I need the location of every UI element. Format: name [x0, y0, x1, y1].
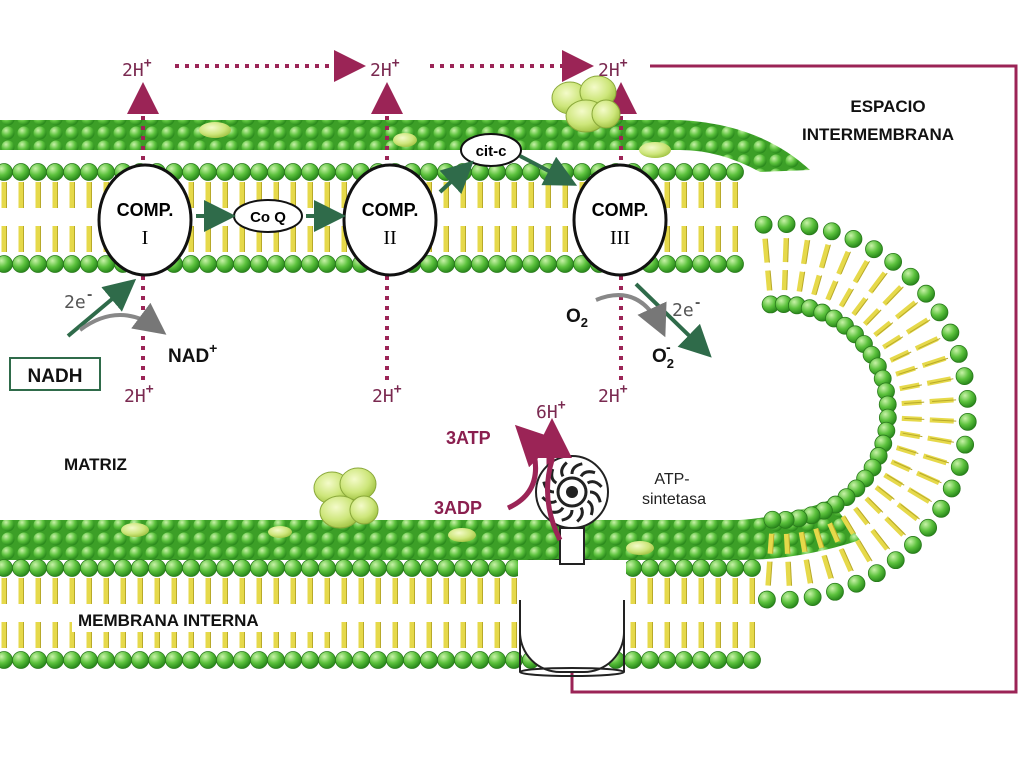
- proton-top-3: 2H+: [598, 56, 628, 81]
- proton-bottom-2: 2H+: [372, 382, 402, 407]
- complex-1: COMP. I: [97, 163, 193, 277]
- complex-1-roman: I: [142, 227, 149, 249]
- membrana-label: MEMBRANA INTERNA: [78, 611, 259, 630]
- proton-labels-bottom: 2H+ 2H+ 2H+: [124, 382, 628, 407]
- complex-1-title: COMP.: [117, 200, 174, 220]
- nadh-label: NADH: [28, 366, 83, 387]
- complex-3-title: COMP.: [592, 200, 649, 220]
- curved-reaction-arrows: [78, 293, 667, 338]
- proton-bottom-1: 2H+: [124, 382, 154, 407]
- electron-label-right: 2e-: [672, 296, 702, 321]
- proton-6-label: 6H+: [536, 398, 566, 423]
- atp-synthase-label-2: sintetasa: [642, 491, 706, 508]
- curved-lipid-end: [754, 215, 977, 609]
- complex-2: COMP. II: [342, 163, 438, 277]
- proton-top-1: 2H+: [122, 56, 152, 81]
- adp-label: 3ADP: [434, 498, 482, 518]
- complex-3-roman: III: [610, 227, 630, 249]
- espacio-label-2: INTERMEMBRANA: [802, 125, 954, 144]
- proton-dotted-paths: [127, 50, 637, 380]
- espacio-label-1: ESPACIO: [850, 97, 925, 116]
- citc-carrier: cit-c: [460, 133, 522, 167]
- superoxide-label: O2-: [652, 339, 674, 371]
- atp-adp-arrows: [506, 418, 572, 542]
- atp-synthase: [518, 455, 626, 677]
- surface-proteins: [121, 122, 671, 555]
- oxygen-label: O2: [566, 306, 588, 330]
- nad-label: NAD+: [168, 340, 217, 367]
- proton-labels-top: 2H+ 2H+ 2H+: [122, 56, 628, 81]
- proton-bottom-3: 2H+: [598, 382, 628, 407]
- electron-label-left: 2e-: [64, 288, 94, 313]
- coq-label: Co Q: [250, 209, 286, 226]
- matriz-label: MATRIZ: [64, 455, 127, 474]
- complex-2-roman: II: [383, 227, 396, 249]
- complex-3: COMP. III: [572, 163, 668, 277]
- citc-label: cit-c: [476, 143, 507, 160]
- atp-label: 3ATP: [446, 428, 491, 448]
- electron-flow-arrows: [66, 154, 712, 358]
- atp-synthase-label-1: ATP-: [654, 471, 689, 488]
- protein-cluster-top: [551, 75, 621, 133]
- lower-lipid-heads: [0, 559, 761, 669]
- membrana-label-bg: [72, 606, 338, 632]
- complex-2-title: COMP.: [362, 200, 419, 220]
- coq-carrier: Co Q: [233, 199, 303, 233]
- protein-cluster-bottom: [313, 467, 379, 529]
- nadh-box: [9, 357, 101, 391]
- proton-top-2: 2H+: [370, 56, 400, 81]
- lower-lipid-tails: [1, 578, 755, 648]
